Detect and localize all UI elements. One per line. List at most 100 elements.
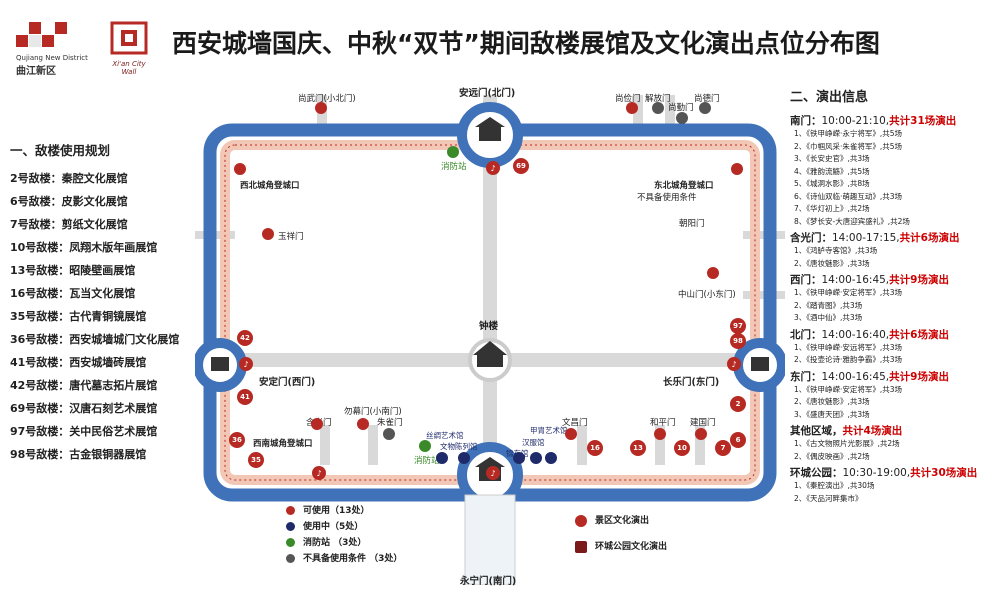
- hanguang-performance-icon[interactable]: ♪: [312, 466, 326, 480]
- bell-tower-label: 钟楼: [479, 321, 499, 332]
- ne-corner-pin[interactable]: [731, 163, 743, 175]
- section-time: 14:00-16:45,: [821, 370, 890, 383]
- tower-pin-41[interactable]: 41: [237, 389, 253, 405]
- park-performance-icon: [575, 540, 587, 553]
- scenic-performance-icon: [575, 514, 587, 527]
- legend-row: 环城公园文化演出: [575, 536, 667, 562]
- section-time: 14:00-17:15,: [832, 232, 900, 244]
- yuxiang-gate-pin[interactable]: [262, 228, 274, 240]
- performance-section: 东门：14:00-16:45,共计9场演出: [790, 369, 995, 384]
- silk-museum-pin[interactable]: [436, 452, 448, 464]
- tower-row: 35号敌楼：古代青铜镜展馆: [10, 310, 147, 323]
- south-gate-label: 永宁门(南门): [460, 576, 517, 587]
- ne-corner-label: 东北城角登城口: [654, 181, 714, 191]
- shangjian-gate-pin[interactable]: [626, 102, 638, 114]
- zhuque-gate-pin[interactable]: [383, 428, 395, 440]
- section-time: 14:00-16:45,: [821, 274, 890, 286]
- section-count: 共计4场演出: [842, 425, 903, 437]
- wenchang-gate-pin[interactable]: [565, 428, 577, 440]
- legend-performance: 景区文化演出 环城公园文化演出: [575, 510, 667, 562]
- section-name: 北门：: [790, 328, 822, 341]
- section-time: 10:30-19:00,: [842, 467, 911, 479]
- performance-item: 1、《古文物照片光影展》,共2场: [794, 439, 900, 448]
- tower-pin-35[interactable]: 35: [248, 452, 264, 468]
- legend-row: 使用中（5处）: [286, 519, 402, 535]
- fire-station-pin[interactable]: [447, 146, 459, 158]
- south-performance-icon[interactable]: ♪: [486, 466, 500, 480]
- legend-gray-dot-icon: [286, 554, 295, 563]
- fire-station-pin[interactable]: [419, 440, 431, 452]
- chaoyang-gate-label: 朝阳门: [679, 219, 705, 229]
- shangwu-gate-pin[interactable]: [315, 102, 327, 114]
- legend-row: 可使用（13处）: [286, 503, 402, 519]
- shangde-gate-pin[interactable]: [699, 102, 711, 114]
- tower-pin-13[interactable]: 13: [630, 440, 646, 456]
- tower-pin-36[interactable]: 36: [229, 432, 245, 448]
- armor-museum-pin[interactable]: [545, 452, 557, 464]
- nw-corner-pin[interactable]: [234, 163, 246, 175]
- wenchang-gate-label: 文昌门: [562, 418, 588, 428]
- fire-station-label: 消防站: [441, 162, 467, 172]
- east-performance-icon[interactable]: ♪: [727, 357, 741, 371]
- east-gate-label: 长乐门(东门): [663, 377, 720, 388]
- tower-row: 10号敌楼：凤翔木版年画展馆: [10, 241, 158, 254]
- section-count: 共计9场演出: [889, 370, 949, 383]
- tower-pin-7[interactable]: 7: [715, 440, 731, 456]
- section-name: 环城公园：: [790, 467, 843, 479]
- shangde-gate-label: 尚德门: [694, 94, 720, 104]
- city-wall-map: [195, 95, 785, 585]
- performance-item: 1、《铁甲峥嵘·安远将军》,共3场: [794, 342, 903, 352]
- qinxian-gate-pin[interactable]: [357, 418, 369, 430]
- tower-usage-heading: 一、敌楼使用规划: [10, 143, 111, 158]
- performance-item: 8、《梦长安-大唐迎宾盛礼》,共2场: [794, 216, 910, 226]
- sw-corner-label: 西南城角登城口: [253, 439, 313, 449]
- section-name: 西门：: [790, 274, 822, 286]
- shangqin-gate-label: 尚勤门: [668, 103, 694, 113]
- hanguang-gate-pin[interactable]: [311, 418, 323, 430]
- tower-pin-97[interactable]: 97: [730, 318, 746, 334]
- performance-section: 西门：14:00-16:45,共计9场演出: [790, 272, 995, 287]
- zhuque-gate-label: 朱雀门: [377, 418, 403, 428]
- relic-gallery-pin[interactable]: [458, 452, 470, 464]
- legend-green-dot-icon: [286, 538, 295, 547]
- tower-pin-2[interactable]: 2: [730, 396, 746, 412]
- jianguo-gate-label: 建国门: [690, 418, 716, 428]
- performance-item: 2、《巾帼风采·朱雀将军》,共5场: [794, 141, 903, 151]
- tower-pin-98[interactable]: 98: [730, 333, 746, 349]
- performance-section: 环城公园：10:30-19:00,共计30场演出: [790, 465, 995, 480]
- tower-row: 42号敌楼：唐代墓志拓片展馆: [10, 379, 158, 392]
- north-gate-label: 安远门(北门): [459, 88, 516, 99]
- tower-row: 13号敌楼：昭陵壁画展馆: [10, 264, 136, 277]
- zhongshan-gate-pin[interactable]: [707, 267, 719, 279]
- heping-gate-pin[interactable]: [654, 428, 666, 440]
- performance-item: 4、《雅韵流觞》,共5场: [794, 166, 870, 176]
- performance-item: 3、《长安史官》,共3场: [794, 154, 870, 163]
- performance-heading: 二、演出信息: [790, 90, 869, 105]
- jindong-museum-pin[interactable]: [513, 452, 525, 464]
- legend-label: 不具备使用条件 （3处）: [303, 554, 403, 564]
- tower-pin-42[interactable]: 42: [237, 330, 253, 346]
- legend-label: 可使用（13处）: [303, 506, 370, 516]
- tower-pin-10[interactable]: 10: [674, 440, 690, 456]
- west-performance-icon[interactable]: ♪: [239, 357, 253, 371]
- fire-station-label: 消防站: [414, 456, 440, 466]
- north-performance-icon[interactable]: ♪: [486, 161, 500, 175]
- west-gate-label: 安定门(西门): [259, 377, 316, 388]
- qujiang-logo: Qujiang New District 曲江新区: [16, 22, 92, 77]
- shangqin-gate-pin[interactable]: [676, 112, 688, 124]
- qujiang-mark-icon: [16, 22, 67, 47]
- tower-pin-16[interactable]: 16: [587, 440, 603, 456]
- jiefang-gate-pin[interactable]: [652, 102, 664, 114]
- qujiang-en: Qujiang New District: [16, 54, 88, 62]
- performance-section: 北门：14:00-16:40,共计6场演出: [790, 327, 995, 342]
- not-ready-label: 不具备使用条件: [637, 193, 697, 203]
- hanfu-museum-pin[interactable]: [530, 452, 542, 464]
- citywall-name: Xi'an City Wall: [112, 60, 146, 76]
- tower-pin-69[interactable]: 69: [513, 158, 529, 174]
- performance-item: 2、《唐妆魅影》,共3场: [794, 258, 870, 268]
- jianguo-gate-pin[interactable]: [695, 428, 707, 440]
- tower-pin-6[interactable]: 6: [730, 432, 746, 448]
- performance-item: 2、《偶皮映画》,共2场: [794, 451, 870, 461]
- qinxian-gate-label: 勿幕门(小南门): [344, 407, 402, 417]
